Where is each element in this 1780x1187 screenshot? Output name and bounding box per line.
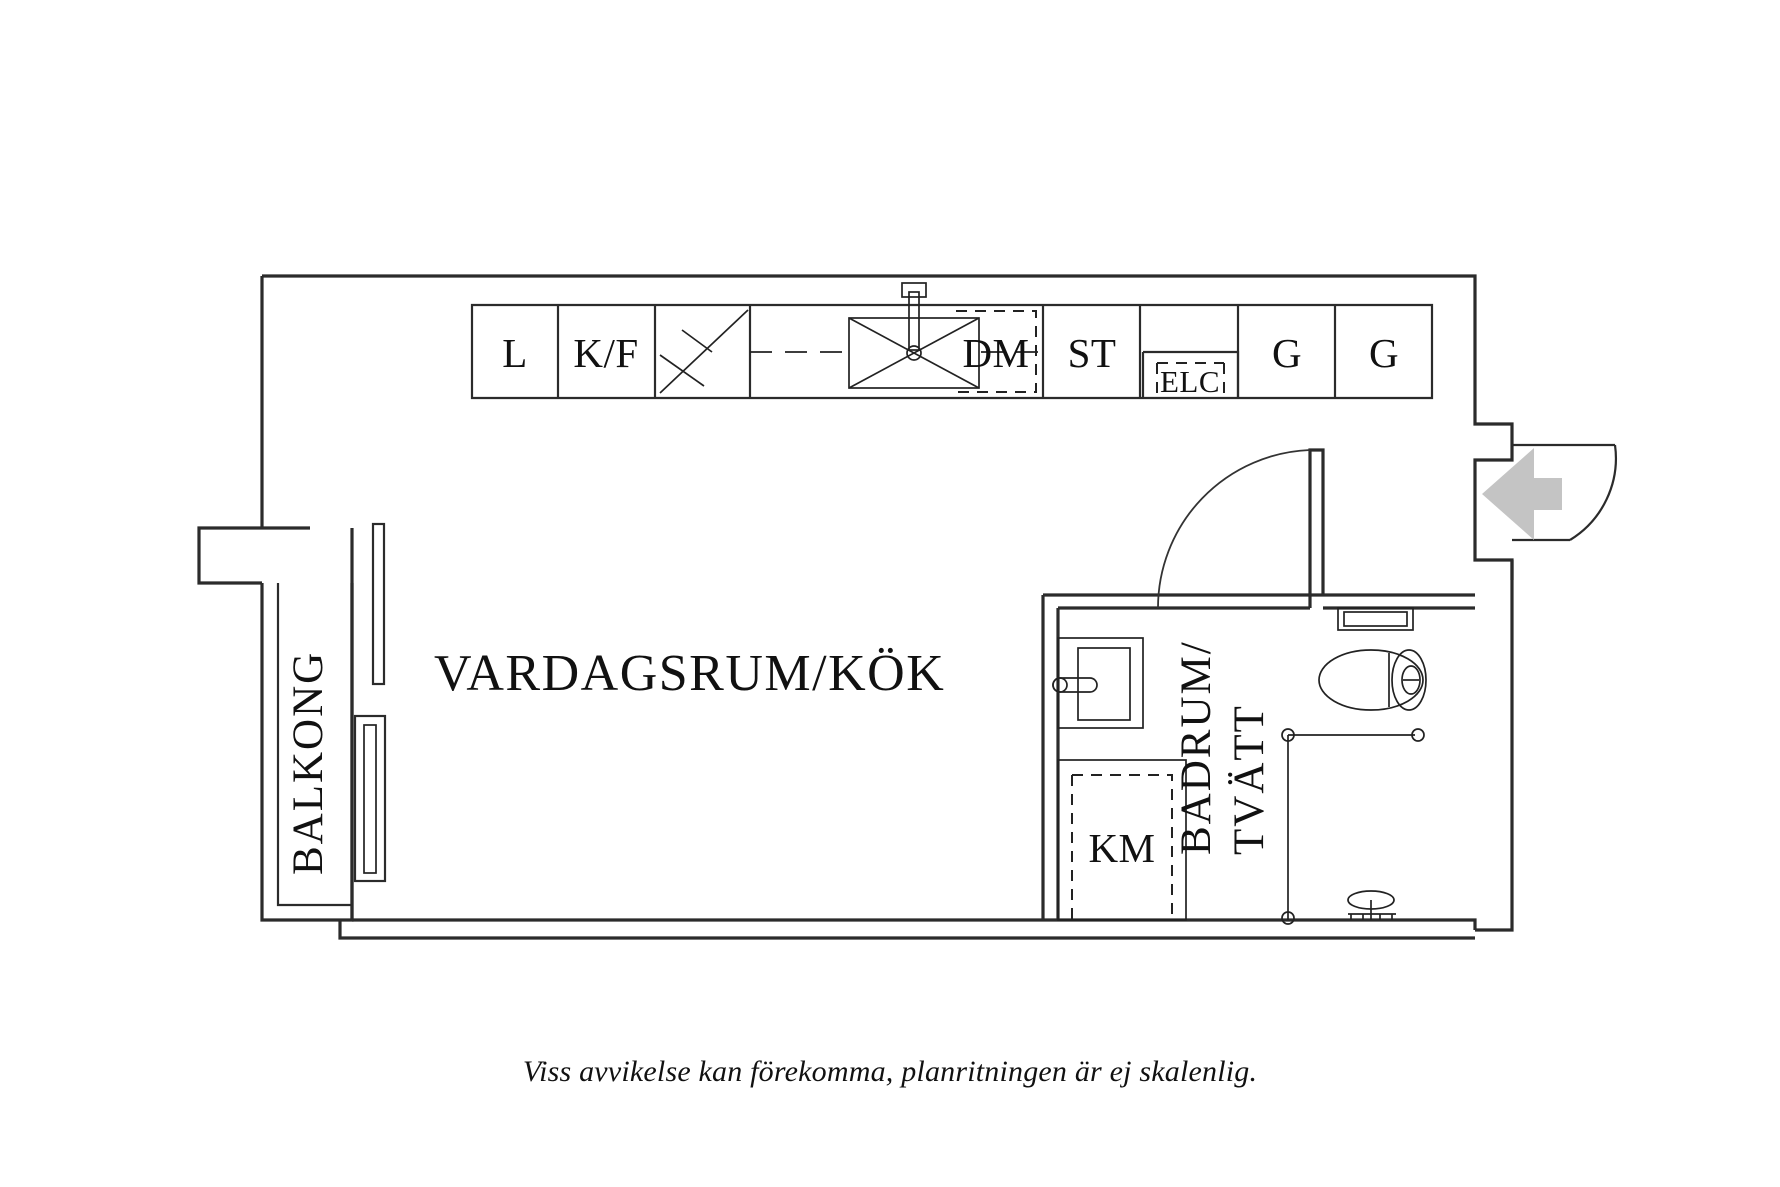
- entrance-door: [1482, 443, 1617, 542]
- label-room-bathroom-line1: BADRUM/: [1173, 640, 1220, 855]
- disclaimer-text: Viss avvikelse kan förekomma, planritnin…: [522, 1055, 1258, 1088]
- toilet-icon: [1318, 649, 1427, 711]
- shower-rail-icon: [1281, 728, 1425, 925]
- combi-machine: KM: [1057, 759, 1187, 921]
- label-unit-kf: K/F: [573, 330, 638, 376]
- label-room-bathroom-line2: TVÄTT: [1226, 704, 1273, 855]
- label-fixture-km: KM: [1088, 825, 1155, 871]
- label-unit-elc: ELC: [1160, 364, 1220, 399]
- outer-walls: [197, 274, 1514, 940]
- floor-drain-icon: [1347, 890, 1396, 920]
- kitchen-run: [470, 282, 1434, 400]
- label-unit-l: L: [502, 330, 528, 376]
- balcony-door: [353, 522, 387, 883]
- mirror-cabinet-icon: [1337, 607, 1414, 631]
- entrance-arrow-icon: [1482, 448, 1562, 540]
- label-room-living-kitchen: VARDAGSRUM/KÖK: [434, 645, 945, 702]
- label-unit-g2: G: [1369, 330, 1399, 376]
- bathroom-fixtures: KM: [1052, 607, 1427, 925]
- room-labels: VARDAGSRUM/KÖK BADRUM/ TVÄTT BALKONG: [285, 640, 1273, 875]
- label-unit-dm: DM: [962, 330, 1029, 376]
- kitchen-labels: L K/F DM ST ELC G G: [502, 330, 1399, 399]
- kitchen-sink-icon: [848, 282, 980, 389]
- hob-icon: [659, 309, 749, 394]
- wash-basin-icon: [1052, 637, 1144, 729]
- dishwasher-outline: [956, 310, 1037, 393]
- label-unit-st: ST: [1068, 330, 1117, 376]
- label-room-balcony: BALKONG: [285, 651, 332, 875]
- label-unit-g1: G: [1272, 330, 1302, 376]
- electrical-central-box: [1141, 350, 1240, 400]
